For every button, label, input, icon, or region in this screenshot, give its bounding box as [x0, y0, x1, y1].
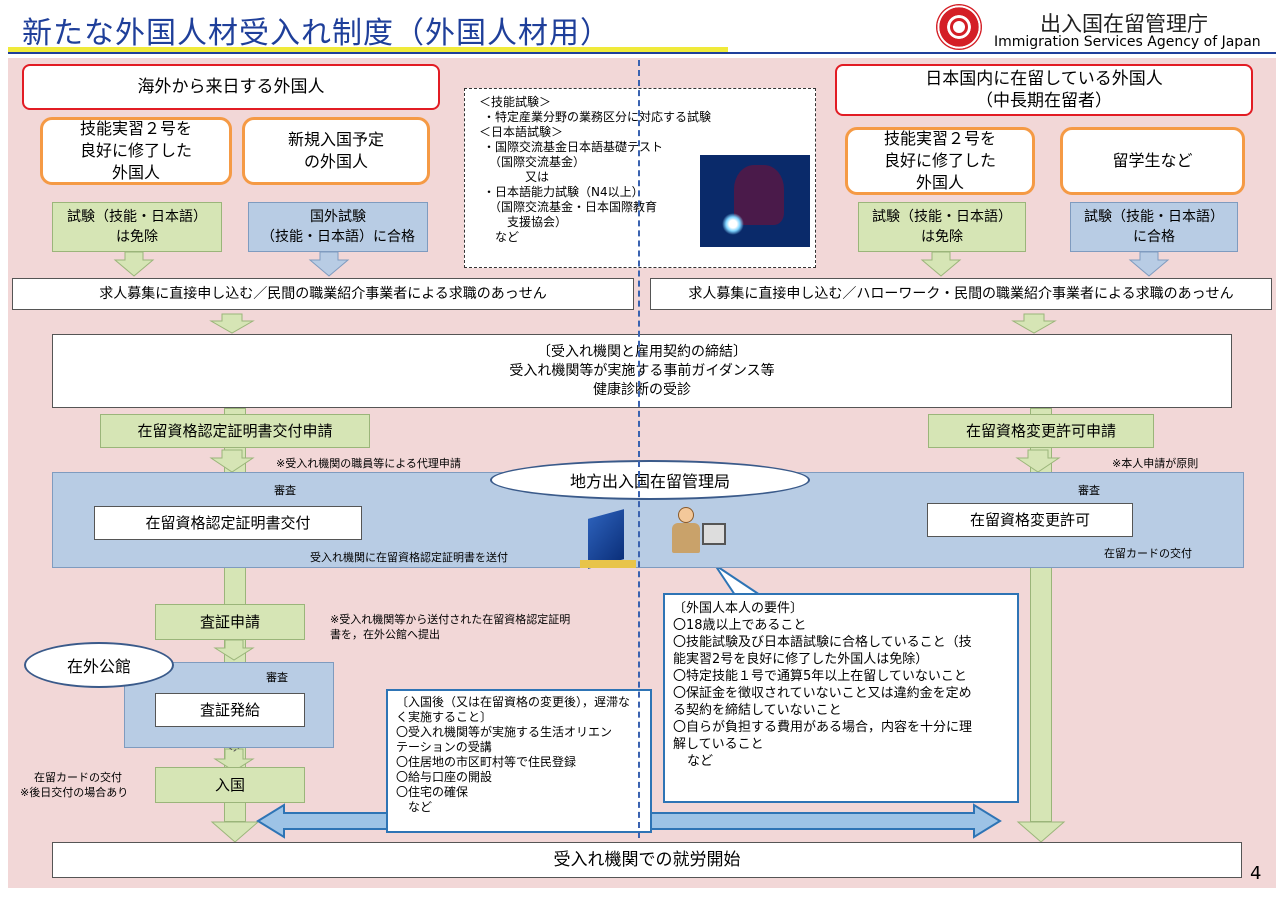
status-change-permit: 在留資格変更許可 [927, 503, 1133, 537]
work-start-box: 受入れ機関での就労開始 [52, 842, 1242, 878]
arrow-right-b [1128, 251, 1170, 277]
status-change-application: 在留資格変更許可申請 [928, 414, 1154, 448]
right-card-note: 在留カードの交付 [1104, 547, 1192, 560]
right-heading: 日本国内に在留している外国人（中長期在留者） [835, 64, 1253, 116]
foreigner-requirements: 〔外国人本人の要件〕 〇18歳以上であること 〇技能試験及び日本語試験に合格して… [663, 593, 1019, 803]
arrow-left-coe [209, 449, 255, 473]
left-group-tech-intern: 技能実習２号を良好に修了した外国人 [40, 117, 232, 185]
visa-application: 査証申請 [155, 604, 305, 640]
arrow-left-visa [213, 639, 255, 661]
left-exam-exempt: 試験（技能・日本語）は免除 [52, 202, 222, 252]
left-group-new-entrants: 新規入国予定の外国人 [242, 117, 430, 185]
arrow-right-bottom [1016, 821, 1066, 843]
right-group-tech-intern: 技能実習２号を良好に修了した外国人 [845, 127, 1035, 195]
coe-issuance: 在留資格認定証明書交付 [94, 506, 362, 540]
right-exam-pass: 試験（技能・日本語）に合格 [1070, 202, 1238, 252]
right-exam-exempt: 試験（技能・日本語）は免除 [858, 202, 1026, 252]
title-highlight [8, 47, 728, 52]
left-card-note: 在留カードの交付※後日交付の場合あり [20, 771, 129, 799]
agency-name-ja: 出入国在留管理庁 [1040, 12, 1208, 36]
page-title: 新たな外国人材受入れ制度（外国人材用） [22, 16, 611, 51]
arrow-right-change [1015, 449, 1061, 473]
page-number: 4 [1250, 863, 1262, 884]
officer-at-computer-icon [664, 503, 734, 563]
welder-figure-icon [734, 165, 784, 225]
coe-send-note: 受入れ機関に在留資格認定証明書を送付 [310, 551, 508, 564]
welding-spark-icon [722, 213, 744, 235]
building-icon [580, 509, 636, 570]
title-rule [8, 52, 1276, 54]
left-heading: 海外から来日する外国人 [22, 64, 440, 110]
arrow-left-a [113, 251, 155, 277]
visa-application-note: ※受入れ機関等から送付された在留資格認定証明書を，在外公館へ提出 [330, 613, 571, 641]
proxy-application-note: ※受入れ機関の職員等による代理申請 [276, 457, 461, 470]
agency-name-en: Immigration Services Agency of Japan [994, 34, 1261, 50]
arrow-left-job [209, 313, 255, 334]
entry-box: 入国 [155, 767, 305, 803]
after-entry-tasks: 〔入国後（又は在留資格の変更後），遅滞な く実施すること〕 〇受入れ機関等が実施… [386, 689, 652, 833]
right-job-search: 求人募集に直接申し込む／ハローワーク・民間の職業紹介事業者による求職のあっせん [650, 278, 1272, 310]
requirements-pointer [714, 564, 764, 596]
left-job-search: 求人募集に直接申し込む／民間の職業紹介事業者による求職のあっせん [12, 278, 634, 310]
left-overseas-exam: 国外試験（技能・日本語）に合格 [248, 202, 428, 252]
arrow-right-job [1011, 313, 1057, 334]
arrow-right-a [920, 251, 962, 277]
employment-contract-box: 〔受入れ機関と雇用契約の締結〕受入れ機関等が実施する事前ガイダンス等健康診断の受… [52, 334, 1232, 408]
right-review-label: 審査 [1078, 484, 1100, 497]
self-application-note: ※本人申請が原則 [1112, 457, 1199, 470]
visa-issuance: 査証発給 [155, 693, 305, 727]
welder-illustration [700, 155, 810, 247]
arrow-left-b [308, 251, 350, 277]
arrow-left-bottom [210, 821, 260, 843]
right-group-students: 留学生など [1060, 127, 1245, 195]
regional-bureau-label: 地方出入国在留管理局 [490, 460, 810, 500]
center-divider [638, 60, 640, 848]
agency-emblem-core-icon [950, 18, 968, 36]
embassy-label: 在外公館 [24, 642, 174, 688]
left-review-label: 審査 [274, 484, 296, 497]
embassy-review-label: 審査 [266, 671, 288, 684]
coe-application: 在留資格認定証明書交付申請 [100, 414, 370, 448]
arrow-left-issue [213, 748, 255, 772]
